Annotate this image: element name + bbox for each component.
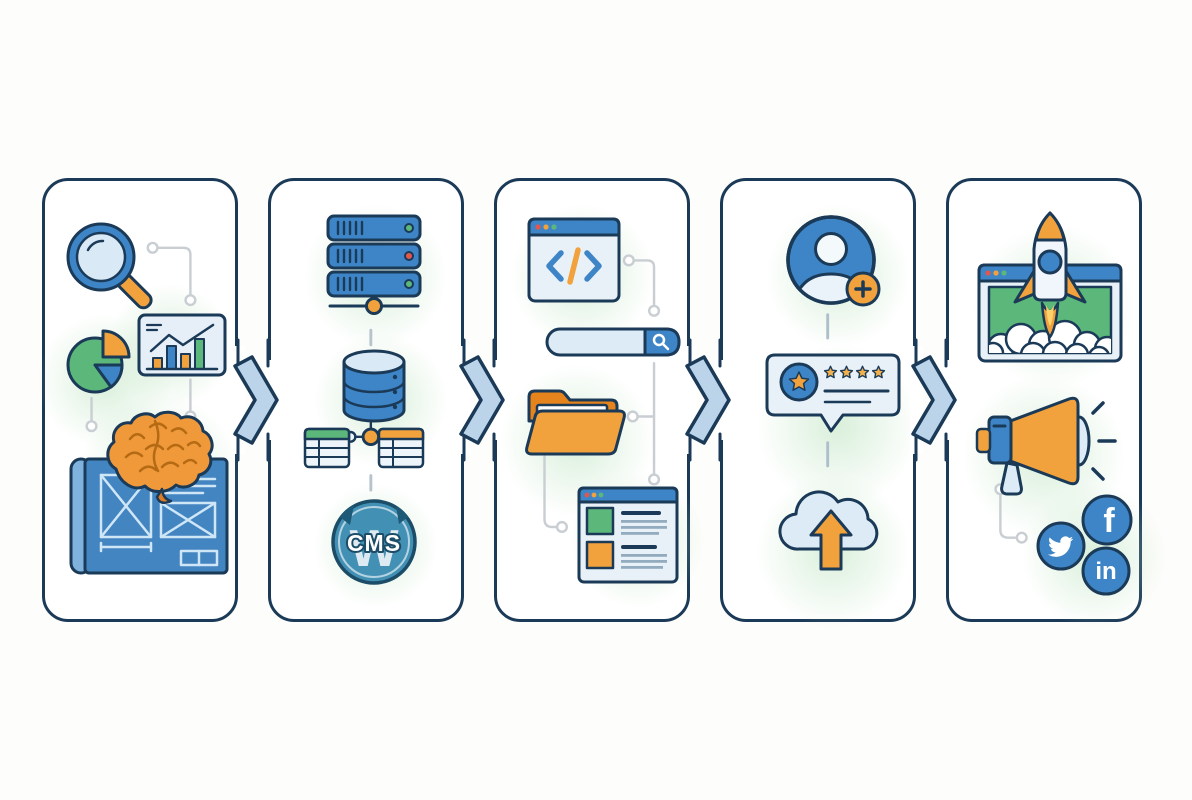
code-bracket-left xyxy=(546,250,564,282)
rocket-launch-browser-icon xyxy=(977,211,1123,363)
facebook-icon: f xyxy=(1081,494,1133,546)
linkedin-icon: in xyxy=(1081,546,1131,596)
upload-arrow xyxy=(809,509,853,571)
chevron-arrow-4 xyxy=(910,338,957,462)
linkedin-glyph: in xyxy=(1095,558,1116,585)
server-stack-icon xyxy=(326,214,422,315)
rocket xyxy=(1013,211,1087,339)
data-table-orange-icon xyxy=(377,427,425,469)
data-table-green-icon xyxy=(303,427,351,469)
facebook-glyph: f xyxy=(1103,502,1115,540)
magnifying-glass-icon xyxy=(66,222,153,310)
code-editor-window-icon xyxy=(527,217,621,303)
search-bar-icon xyxy=(545,327,681,357)
stage-panel-development xyxy=(494,178,707,622)
chevron-arrow-1 xyxy=(232,338,279,462)
cms-label: CMS xyxy=(347,530,401,556)
cloud-upload-icon xyxy=(778,490,879,571)
analytics-chart-card-icon xyxy=(137,313,227,377)
stage-panel-hosting-cms: W CMS xyxy=(268,178,464,622)
stage-panel-users-reviews xyxy=(720,178,923,631)
code-bracket-right xyxy=(584,250,602,282)
code-slash xyxy=(567,247,581,285)
cms-w-glyph: W xyxy=(349,520,399,578)
chevron-arrow-2 xyxy=(458,338,505,462)
smoke-clouds xyxy=(989,319,1111,353)
database-cylinder-icon xyxy=(342,349,406,423)
file-folder-icon xyxy=(525,389,626,456)
twitter-icon xyxy=(1036,521,1086,571)
webpage-layout-icon xyxy=(577,486,679,584)
stage-panel-launch-promotion: f in xyxy=(946,178,1169,631)
review-speech-bubble-icon xyxy=(765,353,901,433)
brain-icon xyxy=(106,410,214,505)
sound-lines xyxy=(1091,401,1117,481)
megaphone-icon xyxy=(975,396,1117,496)
social-media-icons: f in xyxy=(1036,494,1133,596)
chevron-arrow-3 xyxy=(684,338,731,462)
add-user-avatar-icon xyxy=(786,215,881,307)
cms-globe-icon: W CMS xyxy=(331,499,417,585)
stage-panel-research xyxy=(35,178,245,622)
pie-chart-icon xyxy=(66,329,131,394)
search-icon xyxy=(652,333,666,347)
